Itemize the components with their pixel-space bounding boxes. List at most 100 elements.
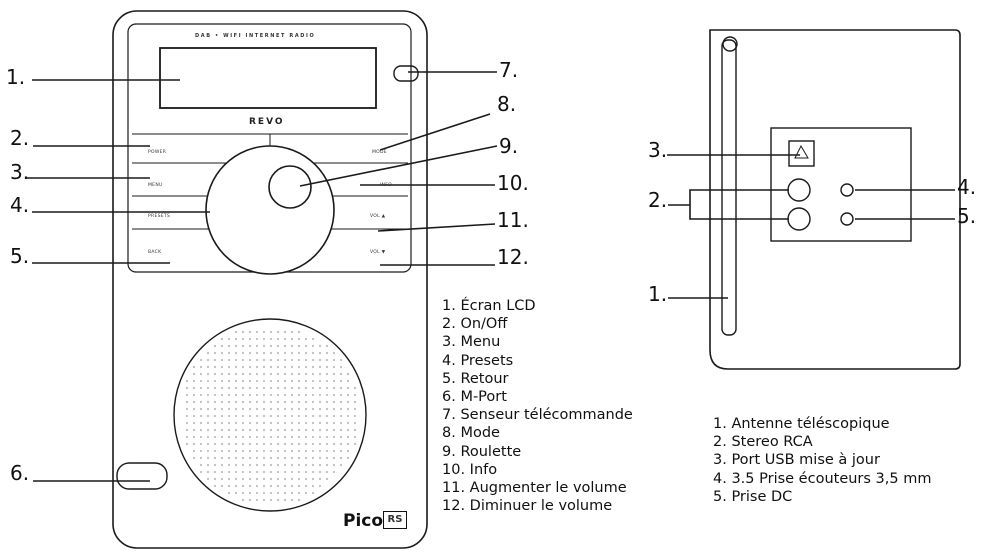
grille-dot bbox=[297, 330, 301, 334]
back-callout-1: 1. bbox=[648, 282, 668, 306]
grille-dot bbox=[332, 456, 336, 460]
callout-line-11 bbox=[377, 223, 496, 232]
grille-dot bbox=[318, 449, 322, 453]
grille-dot bbox=[297, 400, 301, 404]
power-button[interactable]: POWER bbox=[148, 150, 167, 155]
grille-dot bbox=[248, 484, 252, 488]
grille-dot bbox=[353, 414, 357, 418]
front-legend: 1. Écran LCD 2. On/Off 3. Menu 4. Preset… bbox=[442, 297, 633, 515]
grille-dot bbox=[304, 372, 308, 376]
grille-dot bbox=[269, 442, 273, 446]
grille-dot bbox=[262, 414, 266, 418]
grille-dot bbox=[318, 351, 322, 355]
grille-dot bbox=[290, 337, 294, 341]
grille-dot bbox=[192, 421, 196, 425]
grille-dot bbox=[262, 330, 266, 334]
grille-dot bbox=[227, 365, 231, 369]
grille-dot bbox=[227, 470, 231, 474]
grille-dot bbox=[220, 442, 224, 446]
grille-dot bbox=[213, 484, 217, 488]
dc-jack bbox=[840, 212, 854, 226]
grille-dot bbox=[339, 386, 343, 390]
grille-dot bbox=[276, 351, 280, 355]
grille-dot bbox=[248, 337, 252, 341]
grille-dot bbox=[346, 435, 350, 439]
grille-dot bbox=[290, 379, 294, 383]
grille-dot bbox=[325, 379, 329, 383]
grille-dot bbox=[318, 379, 322, 383]
grille-dot bbox=[269, 470, 273, 474]
grille-dot bbox=[283, 351, 287, 355]
info-button[interactable]: INFO bbox=[380, 183, 393, 188]
grille-dot bbox=[241, 414, 245, 418]
grille-dot bbox=[262, 386, 266, 390]
grille-dot bbox=[234, 365, 238, 369]
grille-dot bbox=[241, 428, 245, 432]
grille-dot bbox=[311, 358, 315, 362]
grille-dot bbox=[227, 491, 231, 495]
grille-dot bbox=[262, 484, 266, 488]
grille-dot bbox=[213, 379, 217, 383]
grille-dot bbox=[283, 358, 287, 362]
grille-dot bbox=[276, 456, 280, 460]
grille-dot bbox=[339, 372, 343, 376]
grille-dot bbox=[276, 477, 280, 481]
grille-dot bbox=[227, 344, 231, 348]
grille-dot bbox=[262, 400, 266, 404]
grille-dot bbox=[213, 372, 217, 376]
grille-dot bbox=[248, 330, 252, 334]
grille-dot bbox=[276, 386, 280, 390]
grille-dot bbox=[339, 421, 343, 425]
grille-dot bbox=[269, 351, 273, 355]
grille-dot bbox=[255, 484, 259, 488]
grille-dot bbox=[290, 484, 294, 488]
radio-back-body bbox=[709, 29, 961, 370]
grille-dot bbox=[339, 379, 343, 383]
speaker-grille-dots bbox=[185, 330, 357, 502]
remote-sensor bbox=[393, 65, 419, 82]
grille-dot bbox=[269, 393, 273, 397]
grille-dot bbox=[283, 477, 287, 481]
grille-dot bbox=[241, 330, 245, 334]
grille-dot bbox=[290, 491, 294, 495]
grille-dot bbox=[234, 421, 238, 425]
grille-dot bbox=[192, 435, 196, 439]
back-button[interactable]: BACK bbox=[148, 250, 162, 255]
grille-dot bbox=[283, 498, 287, 502]
presets-button[interactable]: PRESETS bbox=[148, 214, 171, 219]
grille-dot bbox=[262, 407, 266, 411]
grille-dot bbox=[318, 386, 322, 390]
callout-12: 12. bbox=[497, 245, 529, 269]
mode-button[interactable]: MODE bbox=[372, 150, 387, 155]
grille-dot bbox=[255, 386, 259, 390]
rotary-knob bbox=[268, 165, 312, 209]
vol-down-button[interactable]: VOL ▼ bbox=[370, 250, 386, 255]
grille-dot bbox=[234, 477, 238, 481]
grille-dot bbox=[276, 393, 280, 397]
grille-dot bbox=[206, 449, 210, 453]
grille-dot bbox=[318, 365, 322, 369]
grille-dot bbox=[304, 449, 308, 453]
grille-dot bbox=[192, 365, 196, 369]
grille-dot bbox=[332, 379, 336, 383]
grille-dot bbox=[227, 477, 231, 481]
grille-dot bbox=[332, 393, 336, 397]
callout-7: 7. bbox=[499, 58, 519, 82]
grille-dot bbox=[325, 442, 329, 446]
grille-dot bbox=[192, 414, 196, 418]
grille-dot bbox=[262, 456, 266, 460]
grille-dot bbox=[206, 400, 210, 404]
grille-dot bbox=[269, 344, 273, 348]
grille-dot bbox=[241, 456, 245, 460]
grille-dot bbox=[241, 358, 245, 362]
grille-dot bbox=[185, 428, 189, 432]
grille-dot bbox=[248, 400, 252, 404]
grille-dot bbox=[213, 449, 217, 453]
menu-button[interactable]: MENU bbox=[148, 183, 163, 188]
vol-up-button[interactable]: VOL ▲ bbox=[370, 214, 386, 219]
grille-dot bbox=[339, 365, 343, 369]
grille-dot bbox=[325, 435, 329, 439]
grille-dot bbox=[276, 498, 280, 502]
grille-dot bbox=[290, 344, 294, 348]
grille-dot bbox=[297, 442, 301, 446]
